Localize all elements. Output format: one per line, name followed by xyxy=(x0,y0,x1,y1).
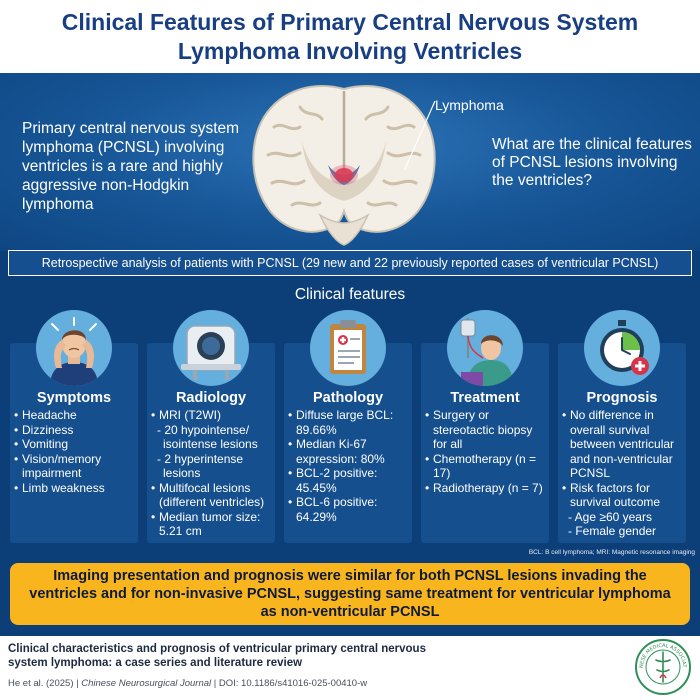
prognosis-list: No difference in overall survival betwee… xyxy=(562,408,688,539)
treatment-title: Treatment xyxy=(450,390,520,406)
list-item: Median tumor size: 5.21 cm xyxy=(151,510,274,539)
hero-left-text: Primary central nervous system lymphoma … xyxy=(22,120,240,213)
hero-question-text: What are the clinical features of PCNSL … xyxy=(492,136,692,189)
list-item: No difference in overall survival betwee… xyxy=(562,408,688,481)
symptoms-title: Symptoms xyxy=(36,390,112,406)
list-item: Surgery or stereotactic biopsy for all xyxy=(425,408,547,452)
list-item: Risk factors for survival outcome xyxy=(562,481,688,510)
list-item: Diffuse large BCL: 89.66% xyxy=(288,408,410,437)
brain-icon xyxy=(252,85,436,246)
list-item: Vomiting xyxy=(14,437,136,452)
list-item: MRI (T2WI) xyxy=(151,408,274,423)
list-item: Multifocal lesions (different ventricles… xyxy=(151,481,274,510)
prognosis-title: Prognosis xyxy=(586,390,658,406)
abbreviation-footnote: BCL: B cell lymphoma; MRI: Magnetic reso… xyxy=(528,549,695,556)
treatment-list: Surgery or stereotactic biopsy for all C… xyxy=(425,408,547,495)
headache-person-icon xyxy=(36,310,112,386)
clinical-features-title: Clinical features xyxy=(294,286,406,303)
list-item: Headache xyxy=(14,408,136,423)
pathology-list: Diffuse large BCL: 89.66% Median Ki-67 e… xyxy=(288,408,410,524)
stopwatch-plus-icon xyxy=(584,310,660,386)
list-item: Radiotherapy (n = 7) xyxy=(425,481,547,496)
citation-doi[interactable]: DOI: 10.1186/s41016-025-00410-w xyxy=(218,678,368,689)
list-item: Median Ki-67 expression: 80% xyxy=(288,437,410,466)
citation-separator: | xyxy=(213,678,217,689)
lymphoma-label: Lymphoma xyxy=(435,97,504,113)
radiology-title: Radiology xyxy=(175,390,247,406)
citation-separator: | xyxy=(76,678,79,689)
clipboard-report-icon xyxy=(310,310,386,386)
citation: He et al. (2025) | Chinese Neurosurgical… xyxy=(8,678,367,689)
list-item: Dizziness xyxy=(14,423,136,438)
title-bar: Clinical Features of Primary Central Ner… xyxy=(0,0,700,73)
list-item: Vision/memory impairment xyxy=(14,452,136,481)
retrospective-banner: Retrospective analysis of patients with … xyxy=(8,250,692,276)
conclusion-text: Imaging presentation and prognosis were … xyxy=(29,568,671,620)
list-subitem: - 2 hyperintense lesions xyxy=(157,451,244,481)
list-item: Chemotherapy (n = 17) xyxy=(425,452,547,481)
list-item: BCL-6 positive: 64.29% xyxy=(288,495,410,524)
patient-iv-icon xyxy=(447,310,523,386)
list-subitem: - Female gender xyxy=(568,524,657,538)
citation-authors: He et al. (2025) xyxy=(8,678,74,689)
mri-scanner-icon xyxy=(173,310,249,386)
list-item: Limb weakness xyxy=(14,481,136,496)
pathology-title: Pathology xyxy=(312,390,384,406)
lymphoma-pointer-line xyxy=(404,100,436,170)
cma-logo-icon: CHINESE MEDICAL ASSOCIATION xyxy=(634,638,691,695)
conclusion-box: Imaging presentation and prognosis were … xyxy=(10,563,690,625)
symptoms-list: Headache Dizziness Vomiting Vision/memor… xyxy=(14,408,136,495)
list-subitem: - 20 hypointense/ isointense lesions xyxy=(157,422,258,452)
page-title: Clinical Features of Primary Central Ner… xyxy=(61,8,639,64)
radiology-list: MRI (T2WI) - 20 hypointense/ isointense … xyxy=(151,408,274,539)
hero-section: Primary central nervous system lymphoma … xyxy=(0,73,700,251)
list-subitem: - Age ≥60 years xyxy=(568,509,652,524)
footer: Clinical characteristics and prognosis o… xyxy=(0,636,700,700)
paper-title: Clinical characteristics and prognosis o… xyxy=(8,643,426,669)
list-item: BCL-2 positive: 45.45% xyxy=(288,466,410,495)
citation-journal: Chinese Neurosurgical Journal xyxy=(81,678,212,689)
